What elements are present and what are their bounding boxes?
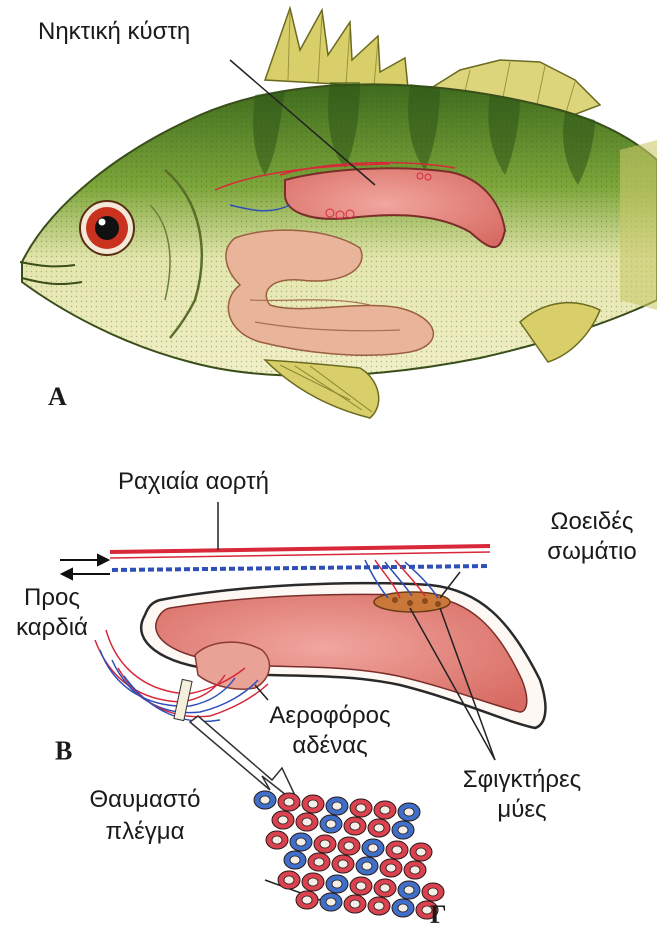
panel-label-c: Γ — [430, 900, 447, 930]
vessel-lumen — [404, 808, 414, 816]
oval-body-label-1: Ωοειδές — [551, 508, 634, 536]
oval-body-label-2: σωμάτιο — [547, 538, 636, 566]
vessel-lumen — [386, 864, 396, 872]
vessel-lumen — [296, 838, 306, 846]
vessel-lumen — [260, 796, 270, 804]
vessel-lumen — [428, 888, 438, 896]
vessel-lumen — [398, 826, 408, 834]
vessel-lumen — [332, 802, 342, 810]
vessel-lumen — [374, 824, 384, 832]
flow-arrows — [60, 555, 110, 579]
eye — [80, 201, 134, 255]
vessel-lumen — [350, 900, 360, 908]
dorsal-aorta-blue — [112, 566, 490, 570]
vessel-lumen — [380, 806, 390, 814]
vessel-lumen — [410, 866, 420, 874]
sphincter-label-1: Σφιγκτήρες — [463, 766, 581, 794]
vessel-lumen — [284, 798, 294, 806]
vessel-lumen — [326, 820, 336, 828]
vessel-lumen — [392, 846, 402, 854]
rete-label-1: Θαυμαστό — [89, 786, 200, 814]
vessel-lumen — [356, 804, 366, 812]
vessel-lumen — [362, 862, 372, 870]
dorsal-aorta-red — [110, 546, 490, 552]
vessel-lumen — [404, 886, 414, 894]
rete-inset — [254, 791, 444, 919]
to-heart-label-2: καρδιά — [16, 614, 88, 642]
vessel-lumen — [350, 822, 360, 830]
vessel-lumen — [272, 836, 282, 844]
vessel-lumen — [308, 878, 318, 886]
vessel-lumen — [314, 858, 324, 866]
tail-base — [620, 140, 657, 310]
vessel-lumen — [416, 848, 426, 856]
vessel-lumen — [344, 842, 354, 850]
fish-illustration — [20, 8, 657, 418]
vessel-lumen — [308, 800, 318, 808]
panel-label-a: Α — [48, 382, 67, 412]
vessel-lumen — [290, 856, 300, 864]
to-heart-label-1: Προς — [24, 584, 80, 612]
vessel-lumen — [374, 902, 384, 910]
vessel-lumen — [380, 884, 390, 892]
vessel-lumen — [302, 818, 312, 826]
vessel-lumen — [326, 898, 336, 906]
gas-gland-label-2: αδένας — [292, 732, 367, 760]
gas-gland-label-1: Αεροφόρος — [269, 702, 390, 730]
vessel-lumen — [368, 844, 378, 852]
vessel-lumen — [338, 860, 348, 868]
panel-label-b: Β — [55, 736, 72, 766]
vessel-lumen — [302, 896, 312, 904]
dorsal-fin-front — [265, 8, 408, 88]
vessel-lumen — [278, 816, 288, 824]
vessel-lumen — [284, 876, 294, 884]
rete-label-2: πλέγμα — [106, 818, 185, 846]
vessel-lumen — [356, 882, 366, 890]
swim-bladder-label: Νηκτική κύστη — [38, 18, 190, 46]
vessel-lumen — [320, 840, 330, 848]
vessel-lumen — [398, 904, 408, 912]
vessel-lumen — [332, 880, 342, 888]
sphincter-label-2: μύες — [497, 796, 546, 824]
dorsal-aorta-label: Ραχιαία αορτή — [118, 468, 269, 496]
